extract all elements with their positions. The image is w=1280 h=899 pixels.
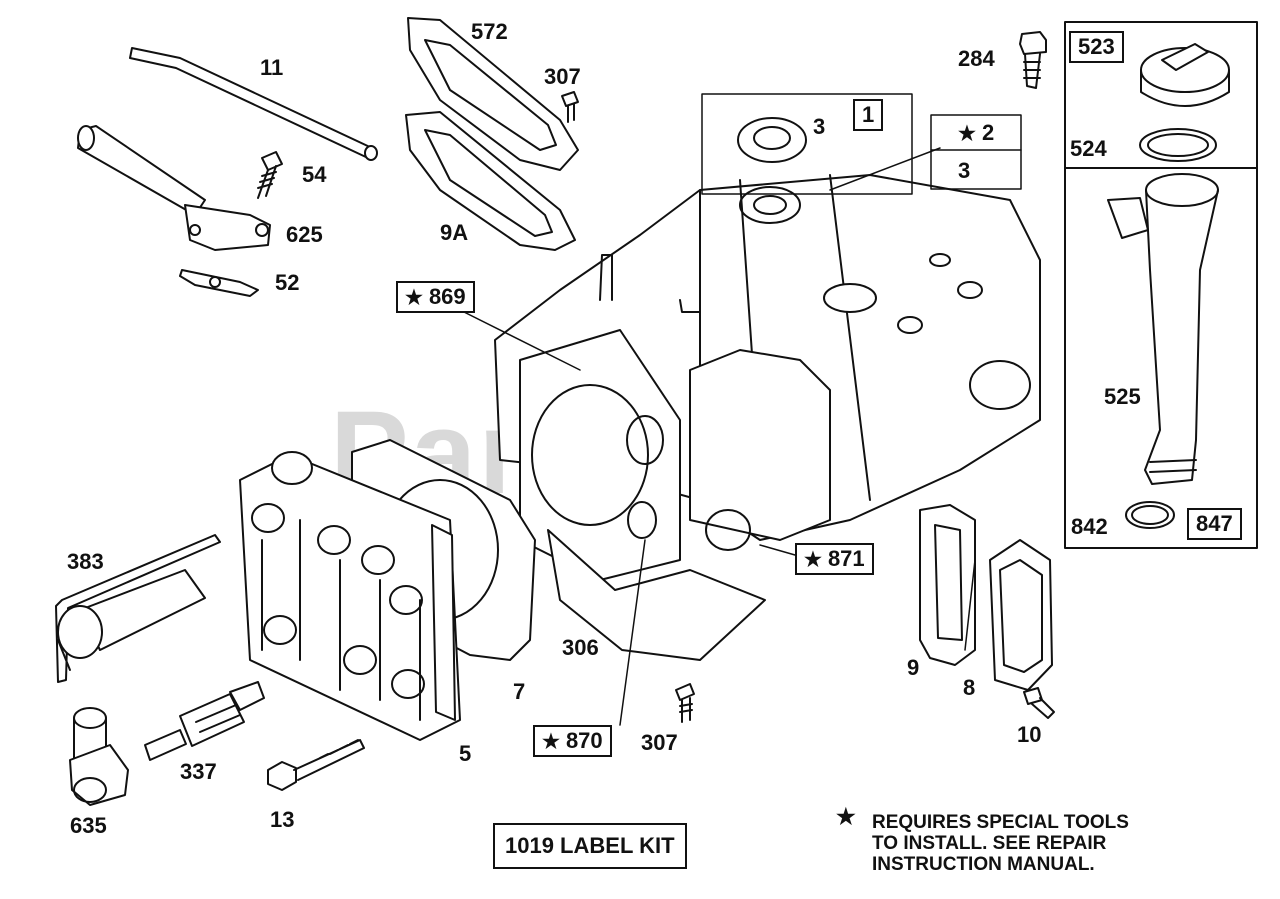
star-icon: ★ xyxy=(542,731,560,753)
part-label-870: ★870 xyxy=(533,725,612,757)
part-label-9A: 9A xyxy=(440,220,469,245)
part-label-871-text: 871 xyxy=(827,546,865,571)
star-icon: ★ xyxy=(836,804,856,829)
star-icon: ★ xyxy=(958,123,976,145)
leader-lines xyxy=(459,147,976,726)
note-line-3: INSTRUCTION MANUAL. xyxy=(872,854,1095,875)
part-label-847: 847 xyxy=(1187,508,1242,540)
part-label-8: 8 xyxy=(963,675,976,700)
star-icon: ★ xyxy=(804,549,822,571)
gasket-52-drawing xyxy=(179,269,259,297)
part-label-5: 5 xyxy=(459,741,472,766)
star-icon: ★ xyxy=(405,287,423,309)
part-label-3-kit: 3 xyxy=(958,158,971,183)
part-label-635: 635 xyxy=(70,813,107,838)
part-label-307-top: 307 xyxy=(544,64,581,89)
breather-assembly-drawing xyxy=(77,125,271,251)
part-label-383: 383 xyxy=(67,549,104,574)
part-label-2-text: 2 xyxy=(981,120,995,145)
note-line-1: REQUIRES SPECIAL TOOLS xyxy=(872,812,1129,833)
spark-plug-wrench-drawing xyxy=(55,534,221,683)
part-label-523-text: 523 xyxy=(1078,34,1115,59)
part-label-11: 11 xyxy=(260,55,284,80)
part-label-870-text: 870 xyxy=(565,728,603,753)
crankcase-drawing xyxy=(494,174,1041,581)
screw-307-bottom-drawing xyxy=(675,683,695,723)
oil-seal-drawing xyxy=(737,117,807,163)
part-label-337: 337 xyxy=(180,759,217,784)
screw-54-drawing xyxy=(257,151,283,199)
head-bolt-drawing xyxy=(267,739,365,791)
part-label-7: 7 xyxy=(513,679,526,704)
part-label-572: 572 xyxy=(471,19,508,44)
part-label-9: 9 xyxy=(907,655,920,680)
part-label-10: 10 xyxy=(1017,722,1042,747)
part-label-306: 306 xyxy=(562,635,599,660)
plug-284-drawing xyxy=(1019,31,1047,89)
special-tools-note: ★ REQUIRES SPECIAL TOOLS TO INSTALL. SEE… xyxy=(836,804,1129,876)
label-kit-box: 1019 LABEL KIT xyxy=(493,823,687,869)
breather-tube-drawing xyxy=(129,47,378,161)
part-label-13: 13 xyxy=(270,807,295,832)
part-label-869: ★869 xyxy=(396,281,475,313)
part-label-3-seal: 3 xyxy=(813,114,826,139)
plug-boot-drawing xyxy=(69,707,129,806)
dipstick-cap-drawing xyxy=(1140,43,1230,107)
part-label-1-text: 1 xyxy=(862,102,875,127)
part-label-284: 284 xyxy=(958,46,995,71)
dipstick-kit-frame xyxy=(1064,21,1258,549)
cylinder-head-drawing xyxy=(239,451,461,741)
part-label-847-text: 847 xyxy=(1196,511,1233,536)
o-ring-524-drawing xyxy=(1139,128,1217,162)
cover-gaskets-drawing xyxy=(405,17,579,251)
screw-307-top-drawing xyxy=(561,91,579,123)
part-label-52: 52 xyxy=(275,270,300,295)
note-line-2: TO INSTALL. SEE REPAIR xyxy=(872,833,1107,854)
part-label-2: ★2 xyxy=(958,120,995,145)
part-label-523: 523 xyxy=(1069,31,1124,63)
part-label-869-text: 869 xyxy=(428,284,466,309)
part-outline-boxes xyxy=(701,93,1022,195)
part-label-871: ★871 xyxy=(795,543,874,575)
dipstick-tube-drawing xyxy=(1107,173,1219,485)
part-label-842: 842 xyxy=(1071,514,1108,539)
screw-10-drawing xyxy=(1023,687,1055,719)
part-label-307-bottom: 307 xyxy=(641,730,678,755)
part-label-54: 54 xyxy=(302,162,327,187)
spark-plug-drawing xyxy=(144,681,265,761)
part-label-1: 1 xyxy=(853,99,884,131)
part-label-525: 525 xyxy=(1104,384,1141,409)
breather-gasket-drawing xyxy=(919,504,976,666)
o-ring-842-drawing xyxy=(1125,501,1175,529)
base-gasket-drawing xyxy=(547,529,766,661)
breather-cover-drawing xyxy=(989,539,1053,691)
part-label-524: 524 xyxy=(1070,136,1107,161)
part-label-625: 625 xyxy=(286,222,323,247)
